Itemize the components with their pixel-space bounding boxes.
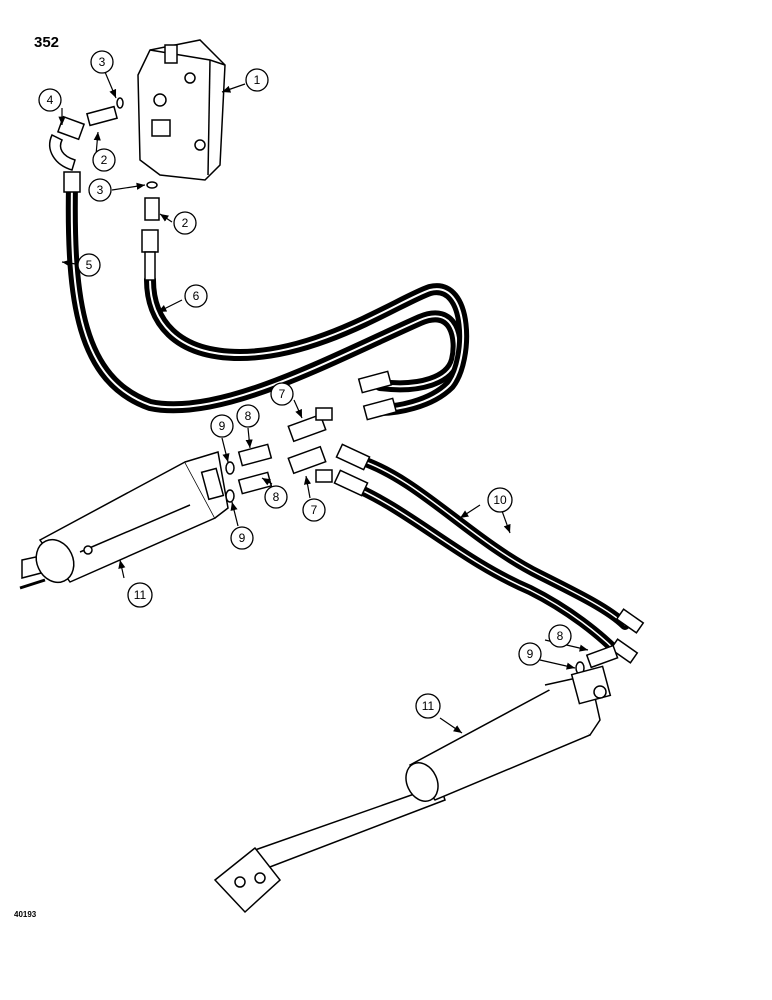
callout-1: 1 [245,68,269,92]
hose-6 [144,274,470,416]
callout-8-label: 8 [245,409,252,423]
figure-code: 40193 [14,910,37,919]
callout-7: 7 [270,382,294,406]
callout-8-label: 8 [273,490,280,504]
elbow-fitting [49,115,86,171]
callouts: 1 2 2 3 3 4 5 6 7 7 8 8 8 9 9 9 10 11 11 [38,50,572,719]
callout-7-label: 7 [311,503,318,517]
callout-2: 2 [92,148,116,172]
callout-9-label: 9 [219,419,226,433]
callout-11-label: 11 [422,699,435,713]
callout-3: 3 [88,178,112,202]
callout-9-label: 9 [239,531,246,545]
adapter-fitting-lower [144,181,160,221]
callout-3: 3 [90,50,114,74]
cylinder-adapters-right [575,644,619,675]
callout-2-label: 2 [101,153,108,167]
tee-fittings [287,407,333,483]
callout-11: 11 [127,582,153,608]
callout-9: 9 [230,526,254,550]
callout-9: 9 [518,642,542,666]
callout-8: 8 [236,404,260,428]
callout-8-label: 8 [557,629,564,643]
callout-9: 9 [210,414,234,438]
callout-6-label: 6 [193,289,200,303]
callout-10-label: 10 [493,493,507,507]
cylinder-left [19,451,229,590]
hose-end-fittings [63,171,645,664]
callout-5-label: 5 [86,258,93,272]
callout-2: 2 [173,211,197,235]
callout-11-label: 11 [134,588,147,602]
control-valve [137,39,226,181]
callout-3-label: 3 [97,183,104,197]
callout-9-label: 9 [527,647,534,661]
hose-5 [65,179,463,414]
callout-3-label: 3 [99,55,106,69]
callout-8: 8 [548,624,572,648]
callout-4: 4 [38,88,62,112]
cylinder-adapters-left [225,443,273,503]
callout-6: 6 [184,284,208,308]
callout-1-label: 1 [254,73,261,87]
callout-4-label: 4 [47,93,54,107]
callout-2-label: 2 [182,216,189,230]
callout-5: 5 [77,253,101,277]
callout-11: 11 [415,693,441,719]
callout-7: 7 [302,498,326,522]
callout-7-label: 7 [279,387,286,401]
callout-10: 10 [487,487,513,513]
callout-8: 8 [264,485,288,509]
page-number: 352 [34,34,60,51]
hoses-10 [345,455,630,655]
adapter-fitting-upper [86,97,124,127]
callout-leaders [58,71,589,734]
cylinder-right [213,665,612,914]
